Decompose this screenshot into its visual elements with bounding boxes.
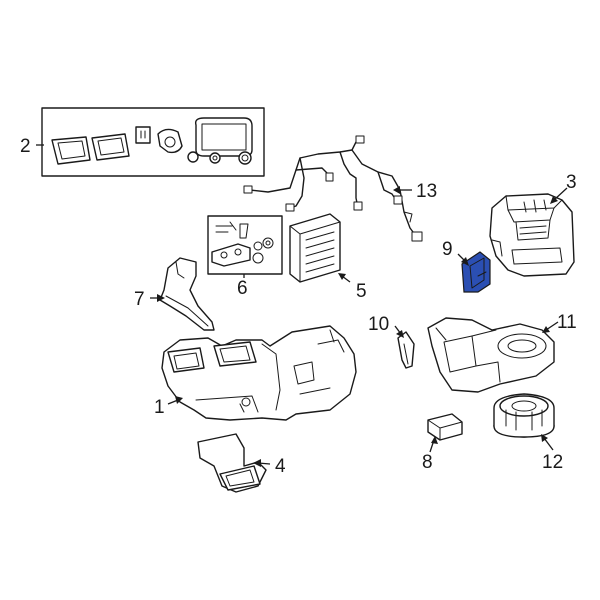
part-10-bracket [397,331,415,369]
part-5-evaporator-core [289,213,341,283]
callout-13: 13 [416,181,437,202]
callout-5: 5 [356,281,367,302]
part-12-blower-motor [493,393,555,438]
part-1-hvac-housing [161,325,357,421]
part-2-kit [41,107,265,177]
part-3-distribution-housing [489,193,575,277]
part-9-actuator-highlighted [461,251,491,293]
part-13-wiring-harness [243,135,423,242]
part-4-floor-duct [197,433,267,493]
callout-7: 7 [134,289,145,310]
leader-lines [36,144,568,467]
callout-3: 3 [566,172,577,193]
part-8-blower-resistor [427,413,463,441]
part-6-kit [207,215,283,275]
callout-6: 6 [237,278,248,299]
callout-1: 1 [154,397,165,418]
callout-8: 8 [422,452,433,473]
part-11-blower-housing [427,317,555,393]
callout-11: 11 [557,312,577,333]
callout-2: 2 [20,136,31,157]
callout-labels: 2 13 3 9 5 6 7 10 11 1 4 8 12 [20,136,577,477]
callout-10: 10 [368,314,389,335]
callout-4: 4 [275,456,286,477]
part-7-duct [159,257,215,331]
callout-12: 12 [542,452,563,473]
callout-9: 9 [442,239,453,260]
